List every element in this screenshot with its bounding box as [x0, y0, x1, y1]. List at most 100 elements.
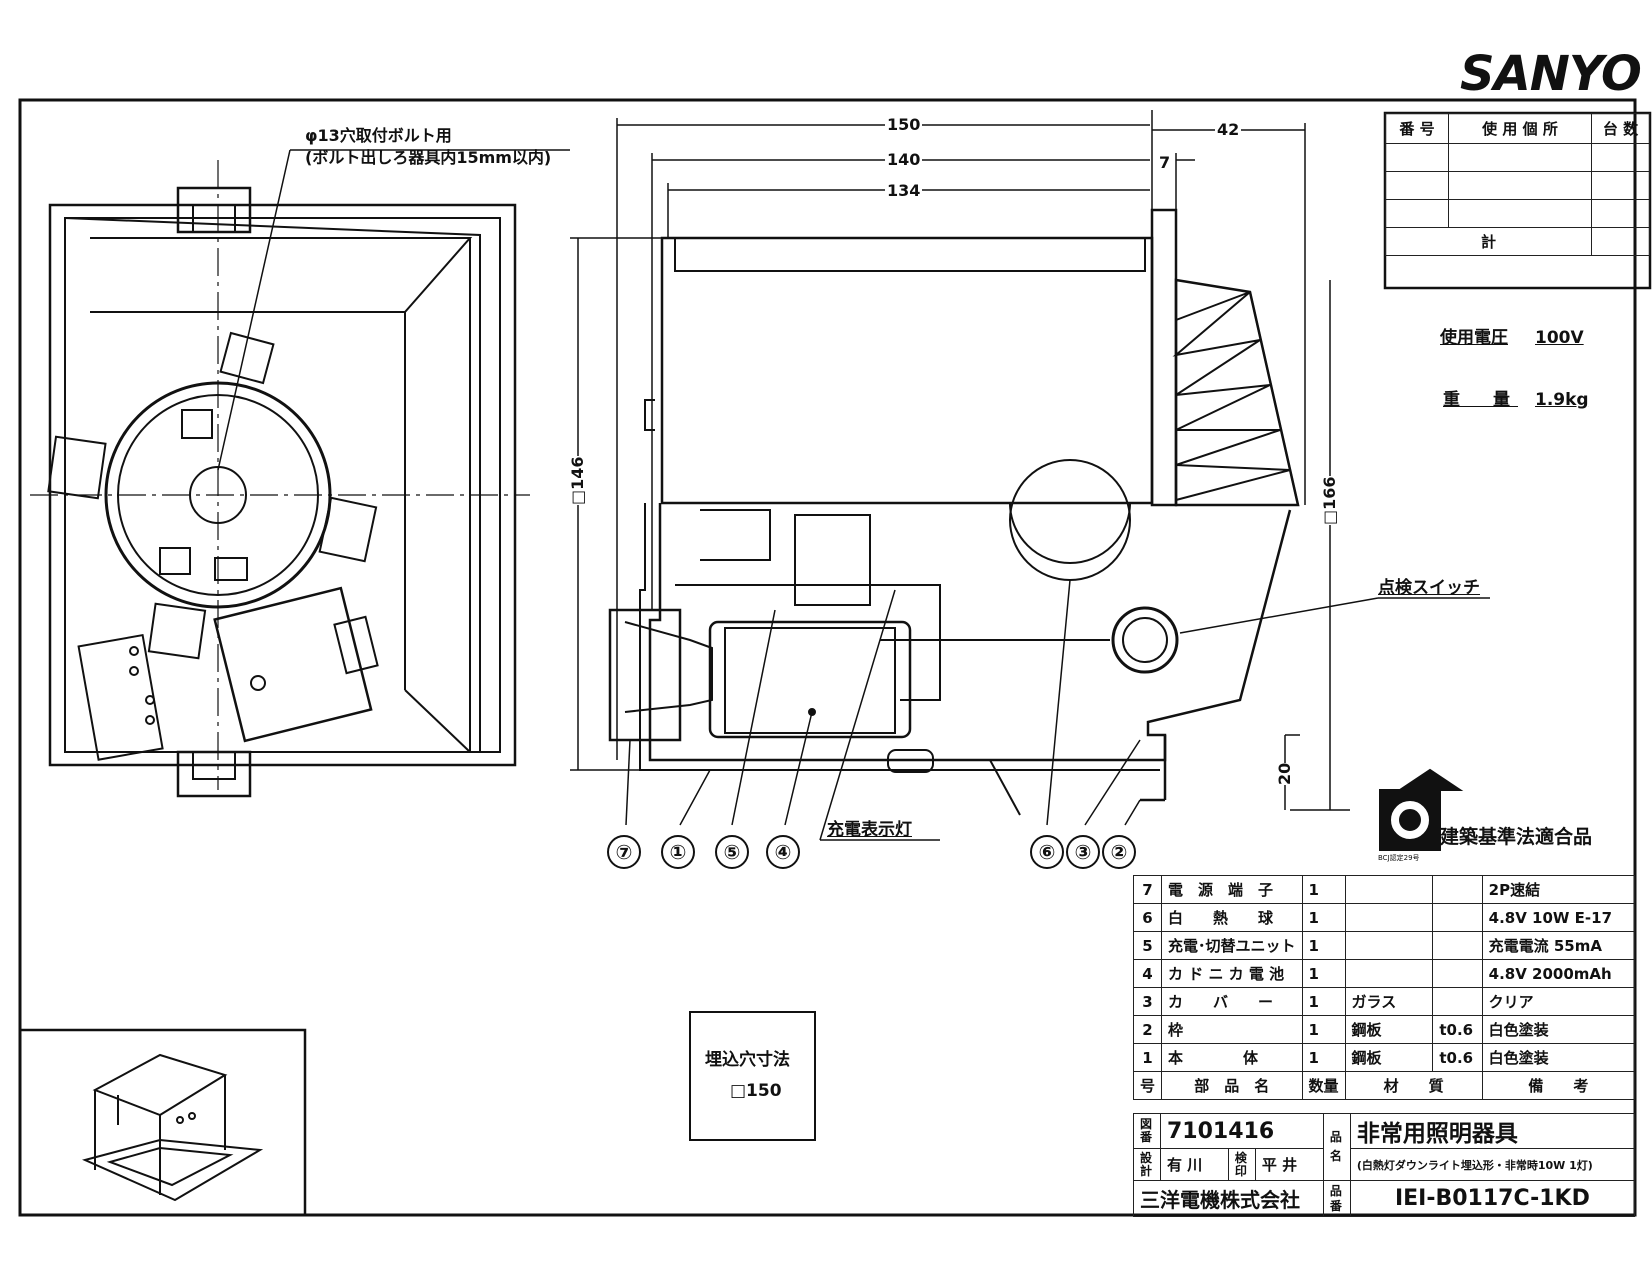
product-subtitle: (白熱灯ダウンライト埋込形・非常時10W 1灯) [1349, 1148, 1636, 1181]
company-name: 三洋電機株式会社 [1133, 1180, 1324, 1217]
parts-row-material [1344, 959, 1434, 988]
check-switch-label: 点検スイッチ [1378, 578, 1480, 598]
check-label: 検印 [1227, 1148, 1256, 1181]
parts-header-name: 部 品 名 [1161, 1071, 1303, 1100]
parts-header-material: 材 質 [1344, 1071, 1483, 1100]
side-view [608, 208, 1300, 816]
parts-row-note: 2P速結 [1481, 875, 1636, 904]
parts-row-thickness [1432, 875, 1483, 904]
bolt-hole-note: φ13穴取付ボルト用 [305, 126, 452, 145]
model-number: IEI-B0117C-1KD [1349, 1180, 1636, 1217]
checker-name: 平 井 [1254, 1148, 1324, 1181]
callout-5: ⑤ [715, 835, 749, 869]
title-block: 図番 7101416 品名 非常用照明器具 設計 有 川 検印 平 井 (白熱灯… [1133, 1113, 1636, 1217]
parts-row-qty: 1 [1301, 1015, 1346, 1044]
parts-row-name: 本 体 [1161, 1043, 1303, 1072]
voltage-value: 100V [1535, 328, 1584, 348]
bottom-view [47, 186, 517, 798]
certification-label: 建築基準法適合品 [1440, 826, 1593, 848]
dimension-146: □146 [568, 456, 587, 505]
drawing-border [18, 98, 1637, 1217]
sanyo-logo: SANYO [1460, 46, 1642, 102]
parts-row-note: 白色塗装 [1481, 1043, 1636, 1072]
usage-header-count: 台 数 [1591, 113, 1650, 144]
drawing-number: 7101416 [1160, 1113, 1324, 1149]
bolt-protrusion-note: (ボルト出しろ器具内15mm以内) [305, 148, 552, 167]
dimension-140: 140 [885, 150, 923, 169]
drawing-number-label: 図番 [1133, 1113, 1161, 1149]
parts-row-thickness [1432, 959, 1483, 988]
parts-row-qty: 1 [1301, 959, 1346, 988]
designer-name: 有 川 [1160, 1148, 1229, 1181]
parts-row-number: 2 [1132, 1015, 1163, 1044]
callout-6: ⑥ [1030, 835, 1064, 869]
parts-row-material: 鋼板 [1344, 1015, 1434, 1044]
parts-header-row: 号 部 品 名 数量 材 質 備 考 [1132, 1071, 1636, 1100]
parts-row-material [1344, 931, 1434, 960]
charge-indicator-label: 充電表示灯 [827, 820, 912, 840]
parts-header-note: 備 考 [1481, 1071, 1636, 1100]
parts-row-qty: 1 [1301, 1043, 1346, 1072]
usage-table: 番 号 使 用 個 所 台 数 計 [1385, 113, 1650, 256]
usage-header-number: 番 号 [1385, 113, 1449, 144]
parts-row-qty: 1 [1301, 931, 1346, 960]
parts-row-number: 1 [1132, 1043, 1163, 1072]
parts-row-thickness: t0.6 [1432, 1015, 1483, 1044]
weight-label: 重 量 [1443, 390, 1518, 410]
parts-row-number: 7 [1132, 875, 1163, 904]
parts-row-name: カ バ ー [1161, 987, 1303, 1016]
parts-row-number: 5 [1132, 931, 1163, 960]
parts-row-thickness: t0.6 [1432, 1043, 1483, 1072]
dimension-7: 7 [1159, 153, 1171, 172]
design-label: 設計 [1133, 1148, 1161, 1181]
product-name-label: 品名 [1322, 1113, 1351, 1181]
cutout-value: □150 [730, 1081, 782, 1101]
parts-row-material: 鋼板 [1344, 1043, 1434, 1072]
parts-row-note: 4.8V 10W E-17 [1481, 903, 1636, 932]
parts-row-name: 電 源 端 子 [1161, 875, 1303, 904]
callout-7: ⑦ [607, 835, 641, 869]
callout-1: ① [661, 835, 695, 869]
usage-total-label: 計 [1385, 227, 1592, 256]
parts-row-material [1344, 903, 1434, 932]
parts-row-note: クリア [1481, 987, 1636, 1016]
usage-header-location: 使 用 個 所 [1448, 113, 1592, 144]
parts-row-note: 白色塗装 [1481, 1015, 1636, 1044]
parts-row-qty: 1 [1301, 987, 1346, 1016]
parts-row-name: 白 熱 球 [1161, 903, 1303, 932]
voltage-label: 使用電圧 [1440, 328, 1508, 348]
parts-row-thickness [1432, 931, 1483, 960]
certification-caption: BCJ認定29号 [1378, 854, 1420, 862]
parts-header-no: 号 [1132, 1071, 1163, 1100]
dimension-42: 42 [1215, 120, 1242, 139]
parts-row-material: ガラス [1344, 987, 1434, 1016]
thumbnail-frame [18, 1028, 307, 1217]
parts-row-number: 4 [1132, 959, 1163, 988]
parts-row-name: 枠 [1161, 1015, 1303, 1044]
weight-value: 1.9kg [1535, 390, 1589, 410]
callout-3: ③ [1066, 835, 1100, 869]
dimension-134: 134 [885, 181, 923, 200]
certification-mark-graphic [1379, 768, 1464, 851]
parts-row-note: 4.8V 2000mAh [1481, 959, 1636, 988]
dimension-166: □166 [1320, 476, 1339, 525]
product-name: 非常用照明器具 [1349, 1113, 1636, 1149]
parts-row-number: 6 [1132, 903, 1163, 932]
dimension-20: 20 [1275, 762, 1294, 785]
parts-row-qty: 1 [1301, 875, 1346, 904]
model-number-label: 品番 [1322, 1180, 1351, 1217]
callout-2: ② [1102, 835, 1136, 869]
parts-row-thickness [1432, 903, 1483, 932]
parts-row-qty: 1 [1301, 903, 1346, 932]
parts-row-note: 充電電流 55mA [1481, 931, 1636, 960]
parts-row-thickness [1432, 987, 1483, 1016]
